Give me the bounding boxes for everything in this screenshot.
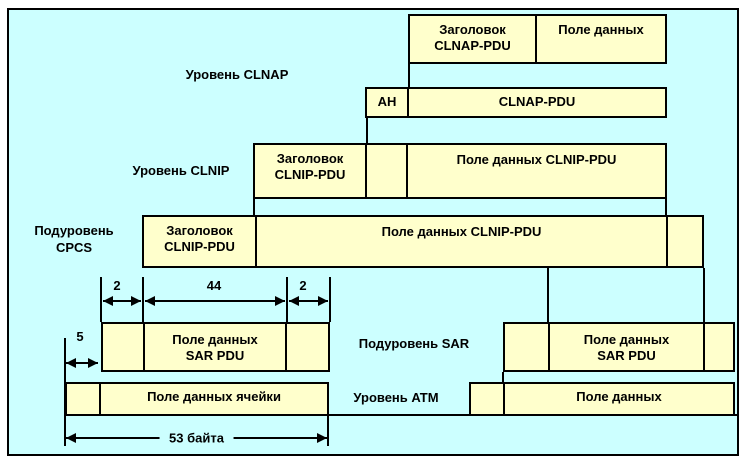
- atm-cell-box-right: Поле данных: [469, 382, 735, 416]
- dim-label-payload-44: 44: [206, 278, 222, 293]
- dim-arrow-atm-header-5: [66, 358, 98, 368]
- atm-left-header-cell: [67, 384, 99, 414]
- atm-left-payload-cell: Поле данных ячейки: [99, 384, 327, 414]
- clnap-header-cell: Заголовок CLNAP-PDU: [434, 22, 511, 53]
- connector-sar-atm-right: [502, 372, 504, 382]
- clnip-pdu-box: Заголовок CLNIP-PDU Поле данных CLNIP-PD…: [253, 143, 667, 199]
- clnap-payload-cell: Поле данных: [535, 16, 665, 62]
- sar-right-payload-cell: Поле данных SAR PDU: [548, 324, 703, 370]
- label-cpcs-sublayer: Подуровень CPCS: [34, 223, 114, 255]
- tick-cell-right: [327, 416, 329, 446]
- dim-arrow-trailer-2: [289, 296, 328, 306]
- label-clnip-layer: Уровень CLNIP: [132, 163, 230, 178]
- atm-cell-box-left: Поле данных ячейки: [65, 382, 329, 416]
- sar-left-payload-cell: Поле данных SAR PDU: [143, 324, 285, 370]
- connector-cpcs-sar-left: [547, 268, 549, 322]
- cpcs-trailer-cell: [666, 217, 702, 266]
- atm-right-payload-cell: Поле данных: [503, 384, 733, 414]
- clnap-pdu-structure-box: Заголовок CLNAP-PDU Поле данных: [408, 14, 667, 64]
- tick-sar-left-1: [100, 277, 102, 322]
- dim-arrow-header-2: [103, 296, 141, 306]
- label-atm-layer: Уровень ATM: [353, 390, 439, 405]
- connector-clnap-to-pdu: [408, 64, 410, 87]
- cpcs-header-cell: Заголовок CLNIP-PDU: [164, 223, 235, 254]
- label-sar-sublayer: Подуровень SAR: [358, 336, 470, 351]
- cpcs-pdu-box: Заголовок CLNIP-PDU Поле данных CLNIP-PD…: [142, 215, 704, 268]
- dim-label-header-2: 2: [113, 278, 121, 293]
- clnip-header-cell: Заголовок CLNIP-PDU: [274, 151, 346, 182]
- dim-arrow-cell-53: 53 байта: [66, 430, 327, 446]
- sar-pdu-box-right: Поле данных SAR PDU: [503, 322, 735, 372]
- clnip-payload-cell: Поле данных CLNIP-PDU: [406, 145, 665, 197]
- atm-right-header-cell: [471, 384, 503, 414]
- dim-label-trailer-2: 2: [299, 278, 307, 293]
- tick-sar-left-3: [286, 277, 288, 322]
- connector-cpcs-sar-right: [703, 268, 705, 322]
- sar-left-header-cell: [103, 324, 143, 370]
- label-clnap-layer: Уровень CLNAP: [185, 67, 289, 82]
- clnip-ah-slot-cell: [365, 145, 406, 197]
- clnap-pdu-body-cell: CLNAP-PDU: [407, 89, 665, 116]
- dim-label-atm-header-5: 5: [76, 329, 84, 344]
- dim-label-cell-53: 53 байта: [159, 430, 234, 446]
- connector-clnip-cpcs-right: [665, 199, 667, 215]
- sar-left-trailer-cell: [285, 324, 328, 370]
- connector-pdu-to-clnip: [366, 118, 368, 143]
- sar-right-trailer-cell: [703, 324, 733, 370]
- clnap-pdu-box: AH CLNAP-PDU: [365, 87, 667, 118]
- sar-pdu-box-left: Поле данных SAR PDU: [101, 322, 330, 372]
- tick-sar-left-2: [142, 277, 144, 322]
- atm-baseline: [65, 414, 739, 416]
- sar-right-header-cell: [505, 324, 548, 370]
- ah-cell: AH: [377, 94, 397, 109]
- cpcs-payload-cell: Поле данных CLNIP-PDU: [255, 217, 666, 266]
- connector-clnip-cpcs-left: [253, 199, 255, 215]
- tick-sar-left-4: [329, 277, 331, 322]
- dim-arrow-payload-44: [145, 296, 285, 306]
